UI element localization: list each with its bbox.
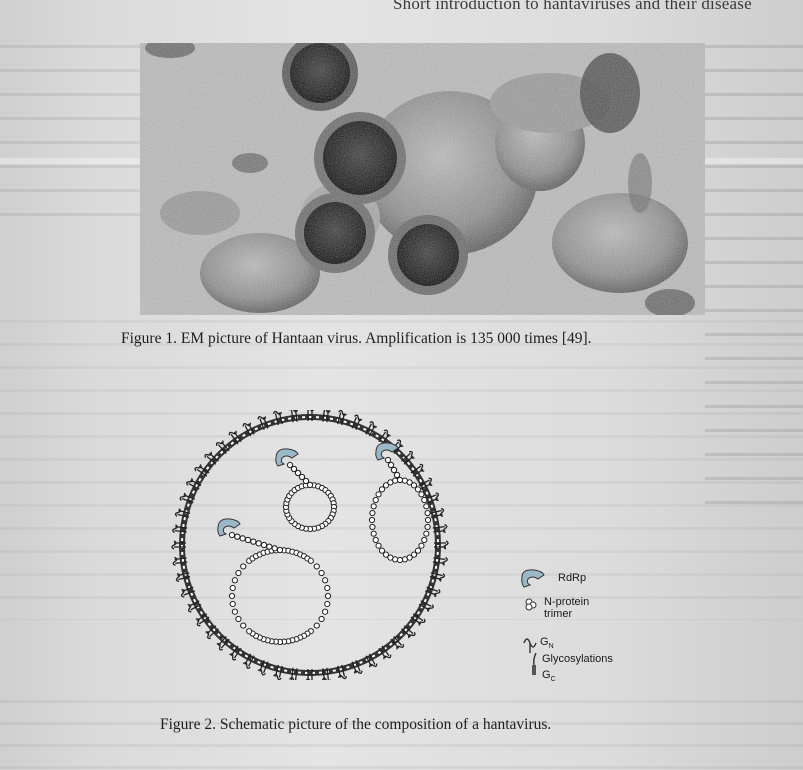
figure2-caption: Figure 2. Schematic picture of the compo… [160,716,551,734]
rdrp-protein [218,519,240,536]
rnp-segment-small [283,462,336,531]
rdrp-protein [276,449,298,466]
rnp-segment-medium [369,457,430,562]
nprotein-label-line2: trimer [544,608,572,620]
figure2-legend: RdRp N-protein trimer GN Glycosylations … [520,565,670,685]
figure1-caption: Figure 1. EM picture of Hantaan virus. A… [121,330,592,348]
em-photograph [140,43,705,315]
nucleocapsid-segments [218,443,431,645]
rdrp-legend-item: RdRp [522,570,586,587]
glycoprotein-legend-item: GN Glycosylations GC [524,636,613,683]
nprotein-legend-item: N-protein trimer [526,596,589,620]
glycoprotein-spikes [172,410,448,680]
rdrp-label: RdRp [558,572,586,584]
show-through-text-bottom [0,700,803,770]
show-through-text-left [0,45,150,235]
glycosylations-label: Glycosylations [542,653,613,665]
hantavirus-schematic [160,410,460,680]
gn-label: GN [540,636,554,650]
nprotein-label-line1: N-protein [544,596,589,608]
rnp-segment-large [229,532,330,644]
running-header: Short introduction to hantaviruses and t… [393,0,803,14]
gc-label: GC [542,669,556,683]
